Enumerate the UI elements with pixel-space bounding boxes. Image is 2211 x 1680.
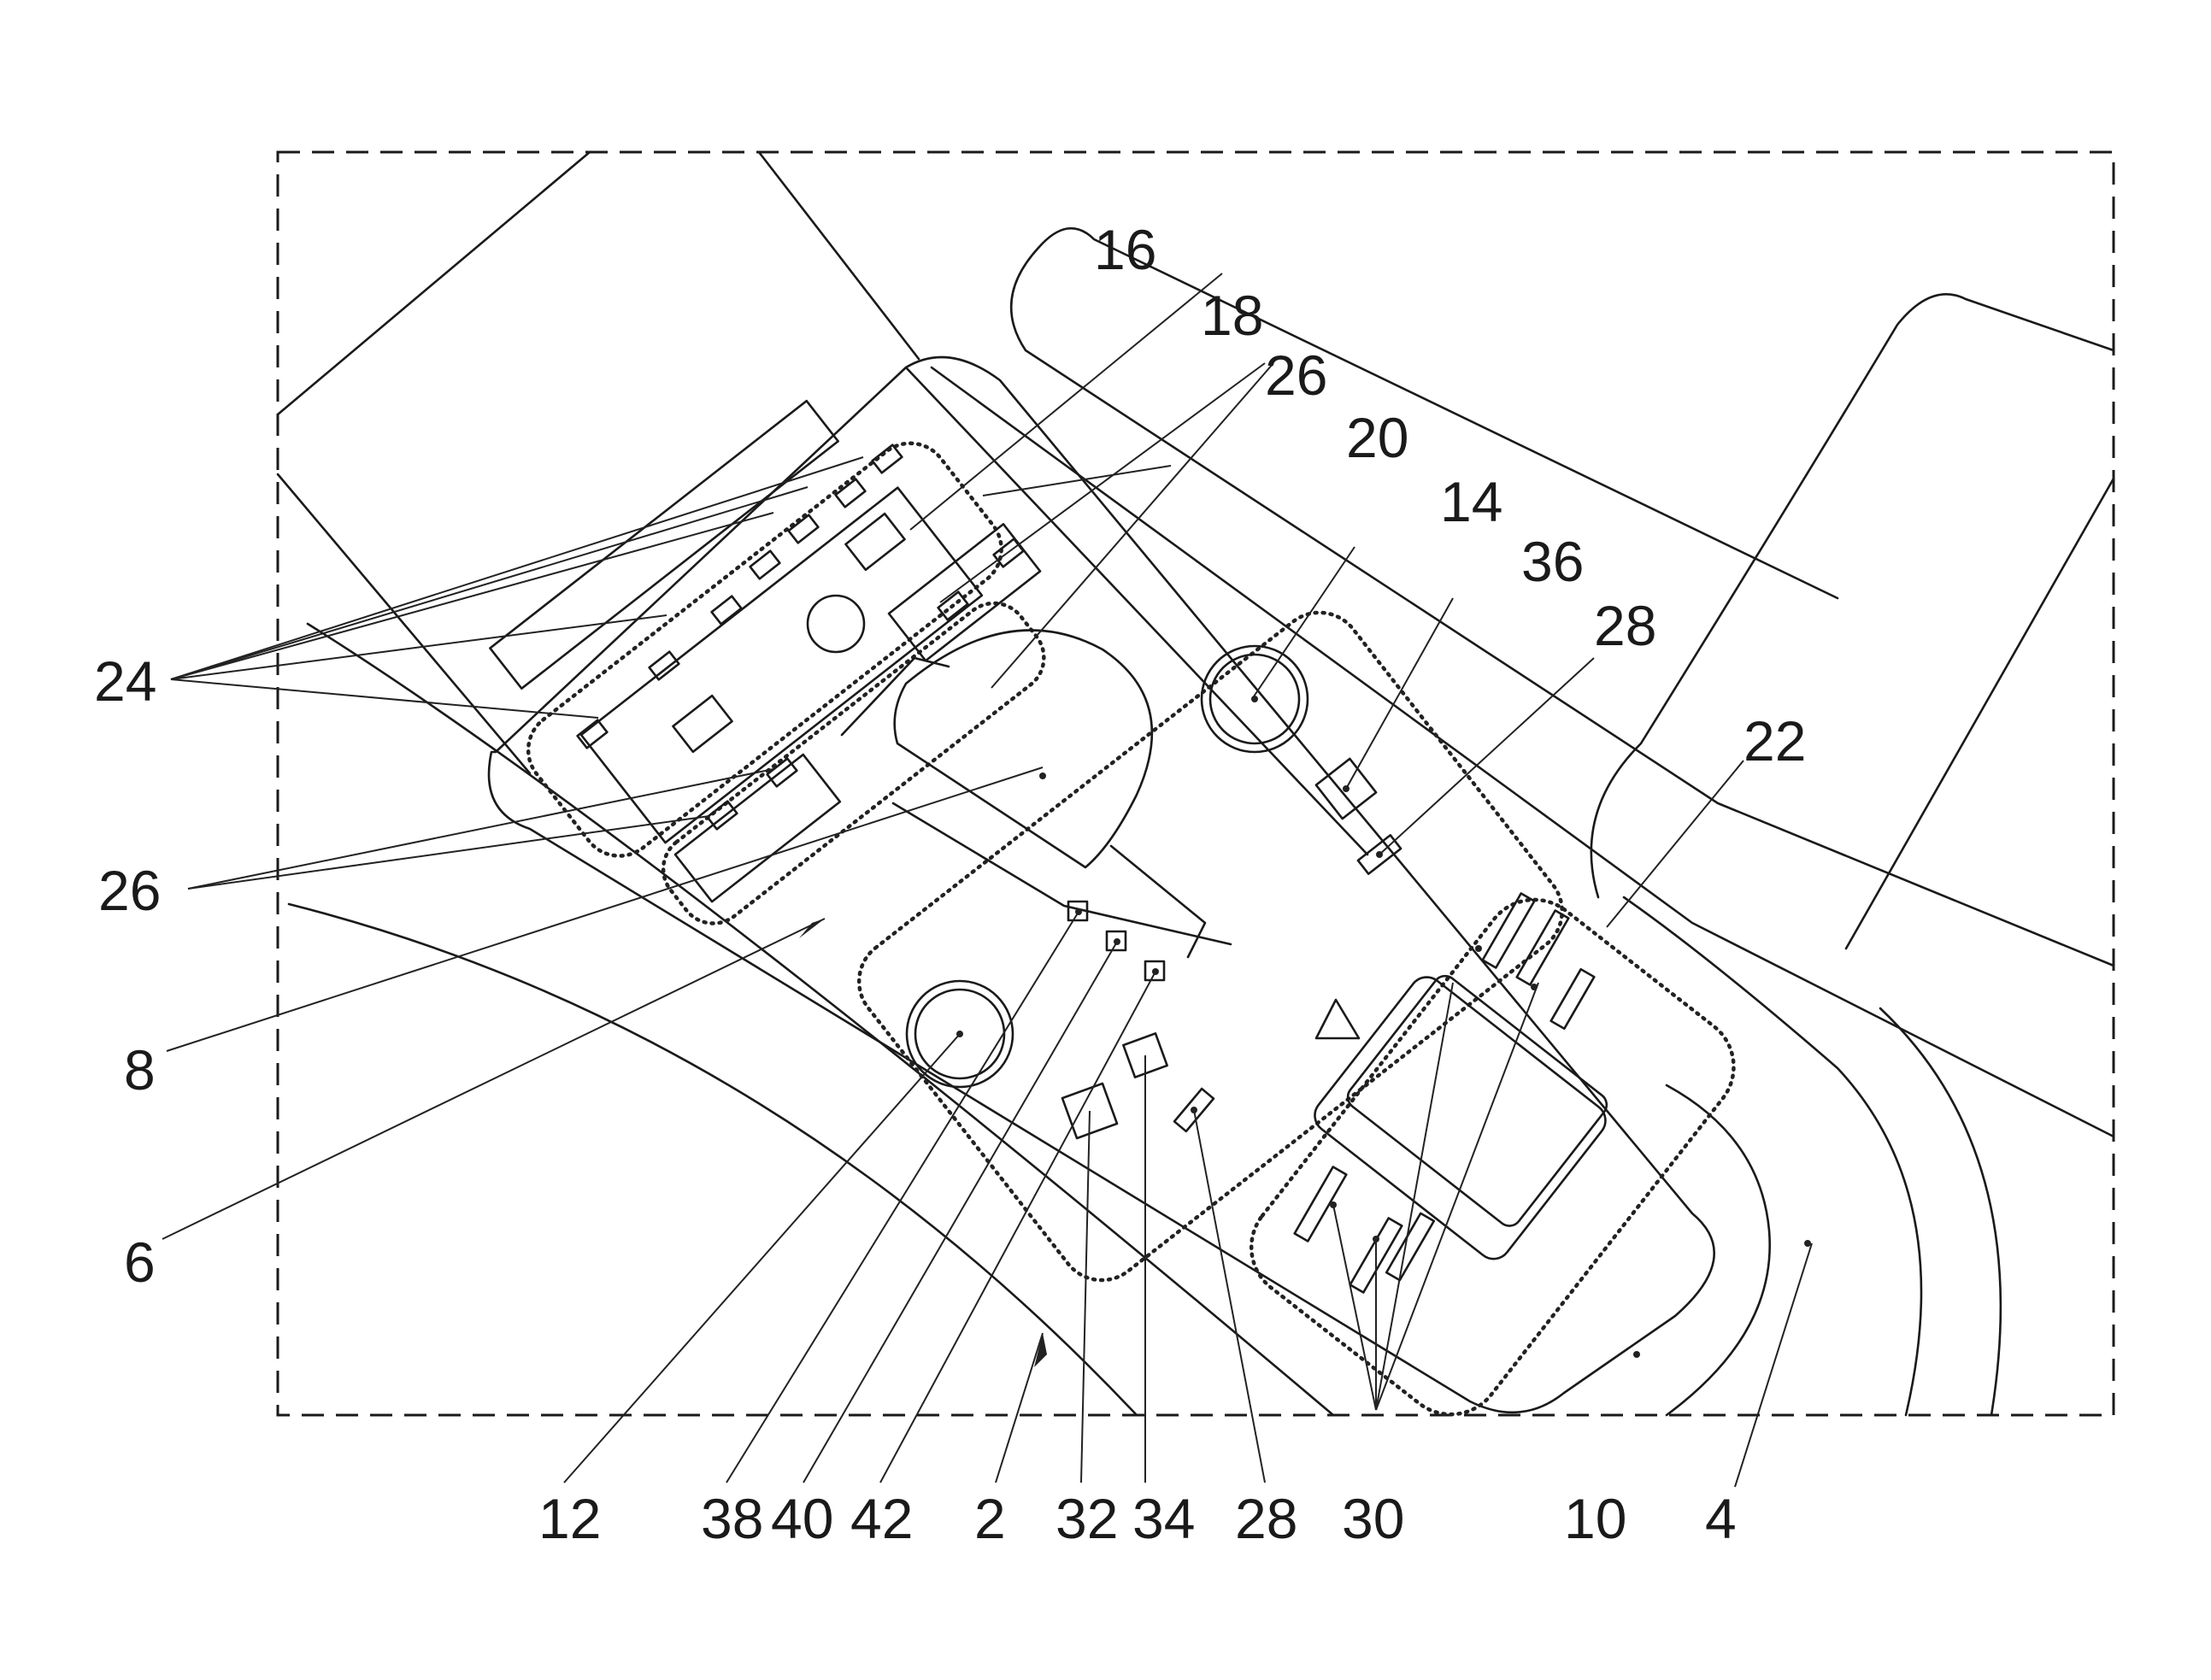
label-8: 8	[124, 1038, 156, 1101]
label-6: 6	[124, 1231, 156, 1294]
label-26-left: 26	[98, 859, 161, 922]
label-18: 18	[1201, 284, 1263, 347]
label-20: 20	[1346, 406, 1408, 469]
reference-labels: 16 18 26 20 14 36 28 22 24 26 8 6 12 38 …	[94, 218, 1806, 1550]
label-2: 2	[974, 1487, 1006, 1550]
label-32: 32	[1056, 1487, 1118, 1550]
label-24: 24	[94, 649, 156, 713]
leader-lines	[162, 273, 1812, 1487]
label-42: 42	[850, 1487, 913, 1550]
panel-22	[1231, 879, 1755, 1436]
label-22: 22	[1744, 709, 1806, 772]
label-38: 38	[701, 1487, 763, 1550]
panel-20	[842, 596, 1579, 1298]
label-34: 34	[1132, 1487, 1195, 1550]
label-40: 40	[771, 1487, 833, 1550]
label-10: 10	[1564, 1487, 1626, 1550]
label-26-top: 26	[1265, 344, 1327, 407]
label-4: 4	[1705, 1487, 1737, 1550]
dashed-frame	[278, 152, 2114, 1415]
label-28-bottom: 28	[1235, 1487, 1297, 1550]
label-36: 36	[1521, 530, 1584, 593]
label-16: 16	[1094, 218, 1156, 281]
label-14: 14	[1440, 470, 1502, 533]
label-30: 30	[1342, 1487, 1404, 1550]
console-housing	[489, 357, 1714, 1413]
label-28-top: 28	[1594, 594, 1656, 657]
label-12: 12	[538, 1487, 601, 1550]
background-lines	[278, 152, 2114, 1415]
